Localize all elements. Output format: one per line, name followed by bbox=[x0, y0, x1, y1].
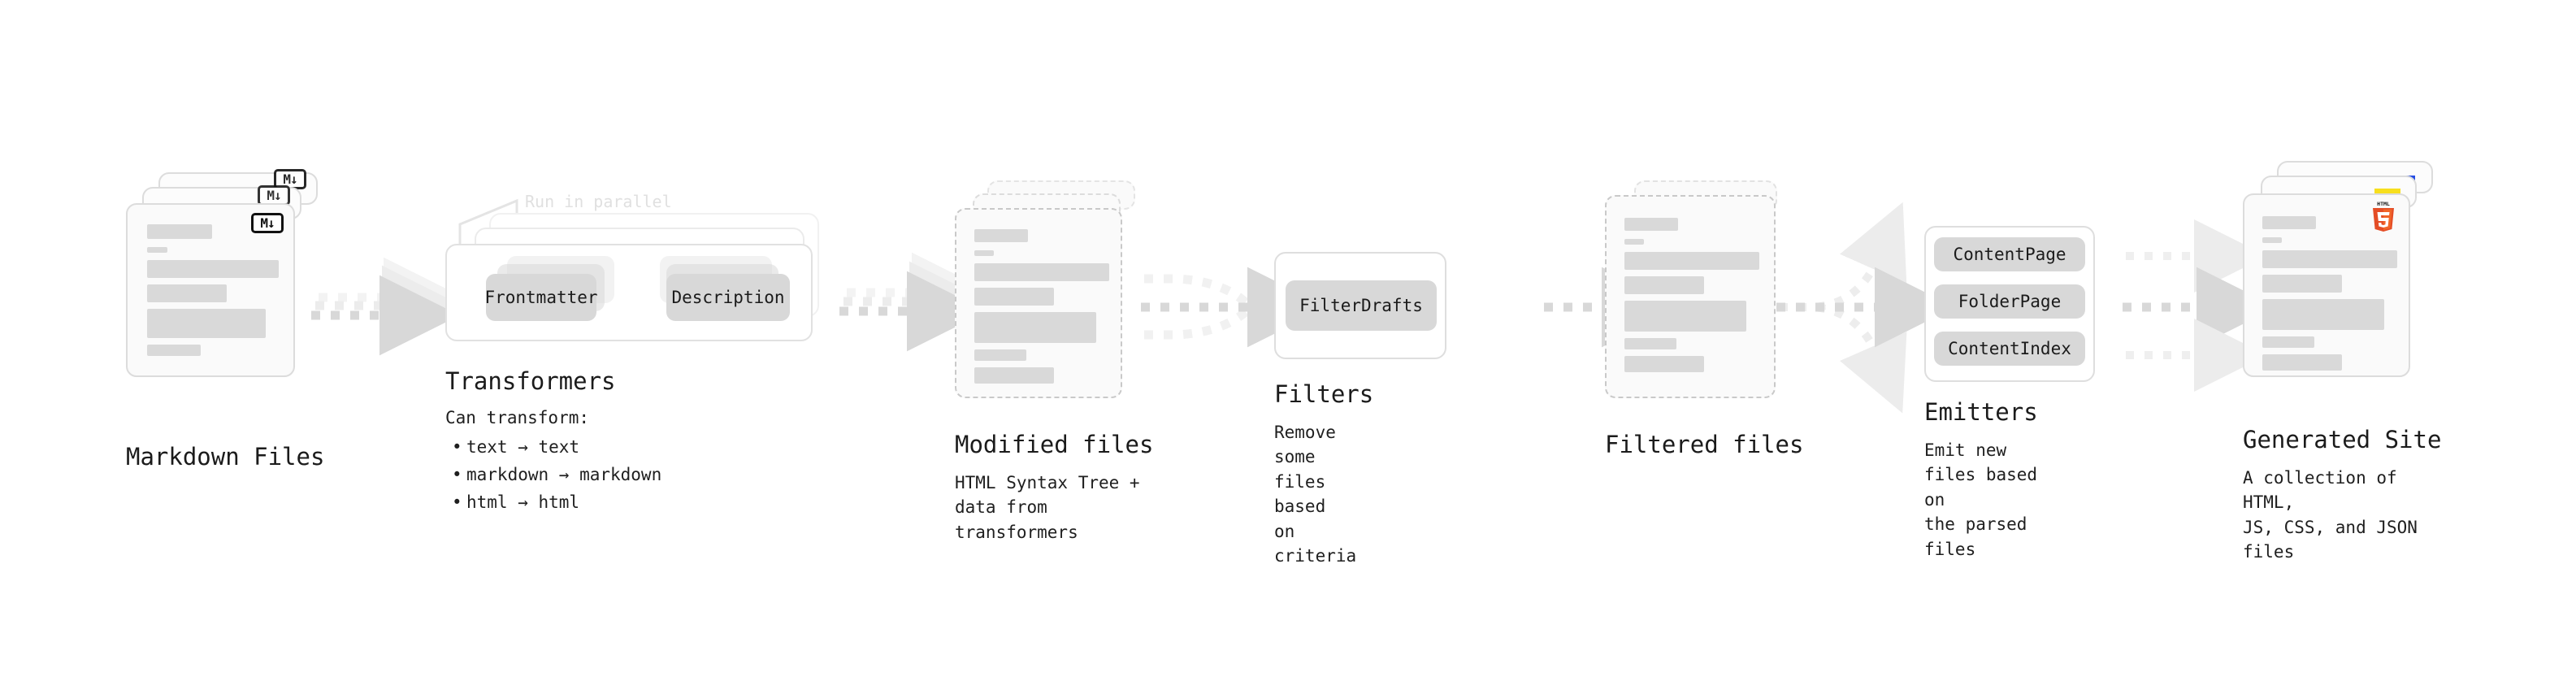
skeleton-line bbox=[974, 312, 1096, 343]
generated-site-text: Generated Site A collection of HTML, JS,… bbox=[2243, 426, 2441, 565]
skeleton-title bbox=[1624, 218, 1678, 231]
skeleton-subtitle bbox=[1624, 239, 1644, 245]
node-title: Generated Site bbox=[2243, 426, 2442, 453]
node-desc: Emit new files based on the parsed files bbox=[1924, 440, 2038, 559]
skeleton-subtitle bbox=[147, 247, 167, 253]
skeleton-line bbox=[2262, 354, 2342, 371]
skeleton-line bbox=[1624, 301, 1746, 332]
skeleton-line bbox=[1624, 252, 1759, 270]
bullet-item: text → text bbox=[445, 433, 661, 461]
pill-contentpage[interactable]: ContentPage bbox=[1934, 237, 2085, 271]
skeleton-subtitle bbox=[2262, 237, 2282, 243]
file-card-front-html: HTML bbox=[2243, 193, 2410, 377]
filters-text: Filters Remove some files based on crite… bbox=[1274, 380, 1373, 568]
skeleton-line bbox=[2262, 336, 2314, 348]
skeleton-line bbox=[1624, 338, 1676, 349]
skeleton-line bbox=[974, 349, 1026, 361]
node-title: Modified files bbox=[955, 431, 1154, 458]
connector-modified-to-filters bbox=[1141, 267, 1328, 348]
node-desc: HTML Syntax Tree + data from transformer… bbox=[955, 472, 1140, 542]
node-title: Markdown Files bbox=[126, 443, 325, 471]
connector-transformers-to-modified bbox=[839, 252, 992, 352]
skeleton-title bbox=[974, 229, 1028, 242]
skeleton-line bbox=[2262, 250, 2397, 268]
file-card-front: M↓ bbox=[126, 203, 295, 377]
pill-description[interactable]: Description bbox=[666, 274, 790, 321]
skeleton-line bbox=[147, 260, 279, 278]
skeleton-line bbox=[147, 345, 201, 356]
node-title: Filtered files bbox=[1605, 431, 1804, 458]
emitters-text: Emitters Emit new files based on the par… bbox=[1924, 398, 2038, 562]
node-desc: Remove some files based on criteria bbox=[1274, 422, 1357, 566]
connector-emitters-to-site bbox=[2123, 219, 2277, 392]
transformers-text: Transformers Can transform: text → text … bbox=[445, 367, 661, 516]
skeleton-title bbox=[2262, 216, 2316, 229]
pill-frontmatter[interactable]: Frontmatter bbox=[484, 274, 598, 321]
html5-icon: HTML bbox=[2370, 200, 2397, 236]
node-desc: A collection of HTML, JS, CSS, and JSON … bbox=[2243, 467, 2418, 562]
node-title: Emitters bbox=[1924, 398, 2038, 426]
bullet-item: html → html bbox=[445, 488, 661, 516]
skeleton-title bbox=[147, 224, 212, 239]
node-title: Filters bbox=[1274, 380, 1374, 408]
skeleton-line bbox=[1624, 276, 1704, 294]
file-card-front bbox=[955, 208, 1122, 398]
markdown-files-text: Markdown Files bbox=[126, 443, 324, 471]
connector-md-to-transformers bbox=[311, 257, 464, 356]
skeleton-line bbox=[974, 367, 1054, 384]
skeleton-line bbox=[2262, 275, 2342, 293]
connector-filtered-to-emitters bbox=[1776, 202, 1955, 414]
run-in-parallel-label: Run in parallel bbox=[525, 192, 672, 211]
filtered-files-text: Filtered files bbox=[1605, 431, 1803, 459]
skeleton-line bbox=[974, 263, 1109, 281]
skeleton-subtitle bbox=[974, 250, 994, 256]
node-title: Transformers bbox=[445, 367, 616, 395]
skeleton-line bbox=[1624, 356, 1704, 372]
file-card-front bbox=[1605, 195, 1776, 398]
modified-files-text: Modified files HTML Syntax Tree + data f… bbox=[955, 431, 1153, 544]
markdown-badge: M↓ bbox=[251, 213, 284, 233]
skeleton-line bbox=[147, 284, 227, 302]
skeleton-line bbox=[2262, 299, 2384, 330]
svg-text:HTML: HTML bbox=[2377, 201, 2390, 207]
pill-filterdrafts[interactable]: FilterDrafts bbox=[1286, 280, 1437, 331]
node-desc: Can transform: bbox=[445, 407, 590, 427]
transform-bullet-list: text → text markdown → markdown html → h… bbox=[445, 433, 661, 516]
skeleton-line bbox=[147, 309, 266, 338]
pill-contentindex[interactable]: ContentIndex bbox=[1934, 332, 2085, 366]
pill-folderpage[interactable]: FolderPage bbox=[1934, 284, 2085, 319]
bullet-item: markdown → markdown bbox=[445, 461, 661, 488]
skeleton-line bbox=[974, 288, 1054, 306]
